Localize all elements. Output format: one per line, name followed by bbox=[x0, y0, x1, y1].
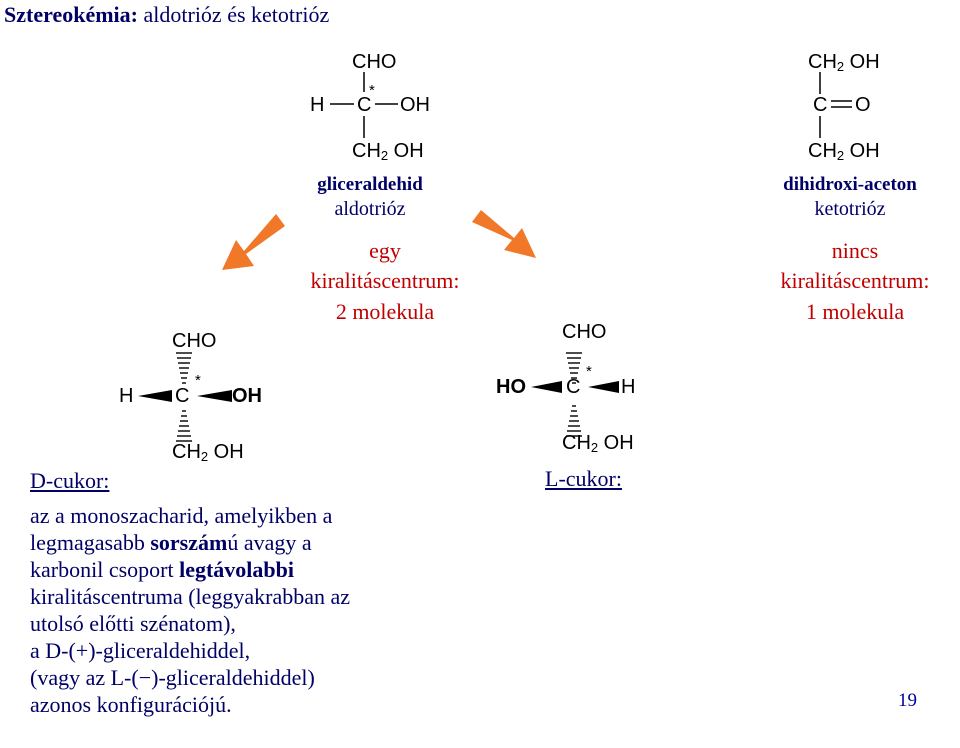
gly-chirality-line3: 2 molekula bbox=[335, 299, 435, 324]
d-left-group: H bbox=[119, 385, 134, 407]
gly-right-group: OH bbox=[400, 94, 430, 116]
d-hash-top bbox=[176, 352, 192, 384]
dha-chirality-line2: kiralitáscentrum: bbox=[780, 268, 930, 293]
dha-oxygen: O bbox=[855, 94, 871, 116]
d-top-group: CHO bbox=[172, 330, 217, 352]
dha-bottom-group: CH2 OH bbox=[808, 140, 880, 163]
l-label: L-cukor: bbox=[545, 466, 622, 491]
slide-title: Sztereokémia: aldotrióz és ketotrióz bbox=[4, 2, 329, 28]
dha-center-carbon: C bbox=[813, 94, 828, 116]
d-bottom-group: CH2 OH bbox=[172, 441, 244, 464]
l-left-group: HO bbox=[496, 376, 526, 398]
gly-bottom-group: CH2 OH bbox=[352, 140, 424, 163]
page-number: 19 bbox=[898, 690, 917, 711]
gly-left-group: H bbox=[310, 94, 325, 116]
definition-line-8: azonos konfigurációjú. bbox=[30, 692, 232, 717]
definition-line-7: (vagy az L-(−)-gliceraldehiddel) bbox=[30, 665, 315, 690]
d-label: D-cukor: bbox=[30, 468, 110, 493]
title-rest: aldotrióz és ketotrióz bbox=[138, 2, 330, 27]
d-wedge-right bbox=[197, 390, 232, 402]
gly-top-group: CHO bbox=[352, 51, 397, 73]
gly-chirality-line1: egy bbox=[369, 238, 401, 263]
l-chiral-star: * bbox=[586, 363, 592, 380]
l-center-carbon: C bbox=[566, 376, 581, 398]
gly-class: aldotrióz bbox=[334, 198, 406, 220]
l-wedge-left bbox=[531, 381, 562, 393]
definition-line-6: a D-(+)-gliceraldehiddel, bbox=[30, 638, 251, 663]
d-right-group: OH bbox=[232, 385, 262, 407]
dha-chirality-line1: nincs bbox=[831, 238, 879, 263]
dha-name: dihidroxi-aceton bbox=[783, 174, 917, 195]
l-hash-bottom bbox=[566, 405, 582, 437]
l-bottom-group: CH2 OH bbox=[562, 432, 634, 455]
l-right-group: H bbox=[621, 376, 636, 398]
gly-chiral-star: * bbox=[369, 82, 375, 99]
definition-line-4: kiralitáscentruma (leggyakrabban az bbox=[30, 584, 351, 609]
definition-line-3: karbonil csoport legtávolabbi bbox=[30, 557, 294, 582]
l-top-group: CHO bbox=[562, 321, 607, 343]
d-wedge-left bbox=[138, 390, 172, 402]
d-hash-bottom bbox=[176, 410, 192, 442]
dha-top-group: CH2 OH bbox=[808, 51, 880, 74]
definition-block: az a monoszacharid, amelyikben a legmaga… bbox=[30, 502, 350, 718]
dha-chirality-line3: 1 molekula bbox=[805, 299, 905, 324]
dha-class: ketotrióz bbox=[814, 198, 886, 220]
l-wedge-right bbox=[588, 381, 619, 393]
d-chiral-star: * bbox=[195, 372, 201, 389]
definition-line-1: az a monoszacharid, amelyikben a bbox=[30, 503, 333, 528]
arrow-right-down bbox=[472, 210, 536, 258]
definition-line-2: legmagasabb sorszámú avagy a bbox=[30, 530, 312, 555]
gly-chirality-line2: kiralitáscentrum: bbox=[310, 268, 460, 293]
definition-line-5: utolsó előtti szénatom), bbox=[30, 611, 236, 636]
arrow-left-down bbox=[222, 214, 285, 270]
title-bold: Sztereokémia: bbox=[4, 2, 138, 27]
l-hash-top bbox=[566, 352, 582, 384]
d-center-carbon: C bbox=[175, 385, 190, 407]
gly-center-carbon: C bbox=[357, 94, 372, 116]
gly-name: gliceraldehid bbox=[317, 174, 423, 195]
